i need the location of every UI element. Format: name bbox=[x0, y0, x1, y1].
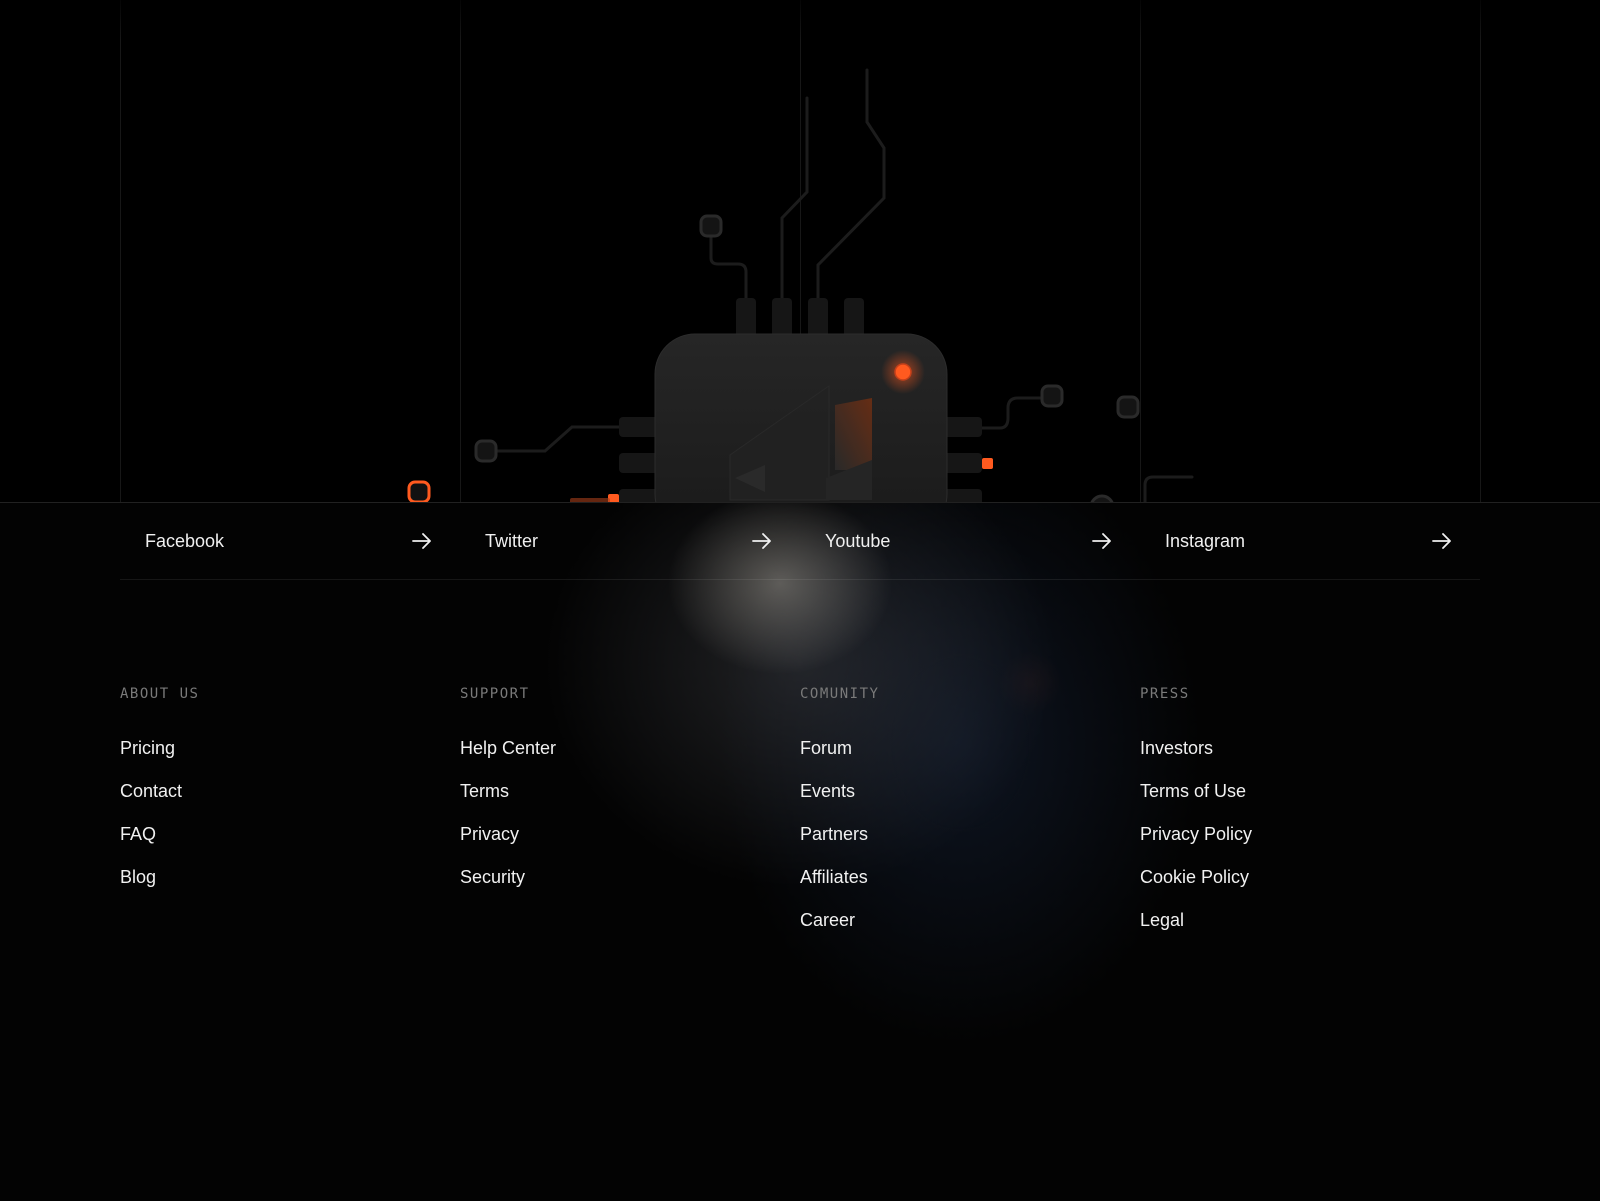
footer-link-career[interactable]: Career bbox=[800, 910, 856, 930]
arrow-right-icon bbox=[1432, 533, 1451, 549]
column-heading: PRESS bbox=[1140, 686, 1190, 702]
social-link-label: Twitter bbox=[485, 530, 539, 551]
social-link-instagram[interactable]: Instagram bbox=[1140, 503, 1480, 579]
footer-link-columns: ABOUT US Pricing Contact FAQ Blog SUPPOR… bbox=[120, 685, 1480, 952]
footer-link-affiliates[interactable]: Affiliates bbox=[800, 867, 868, 887]
hero-illustration bbox=[0, 0, 1600, 502]
footer-link-investors[interactable]: Investors bbox=[1140, 738, 1214, 758]
social-link-label: Youtube bbox=[825, 530, 891, 551]
column-heading: COMUNITY bbox=[800, 686, 880, 702]
footer-link-forum[interactable]: Forum bbox=[800, 738, 853, 758]
circuit-chip-icon bbox=[407, 68, 1194, 502]
social-links-row: Facebook Twitter Youtube Instagram bbox=[120, 503, 1480, 580]
social-link-youtube[interactable]: Youtube bbox=[800, 503, 1140, 579]
footer-link-help-center[interactable]: Help Center bbox=[460, 738, 557, 758]
footer-column-community: COMUNITY Forum Events Partners Affiliate… bbox=[800, 685, 1140, 952]
footer-link-faq[interactable]: FAQ bbox=[120, 824, 157, 844]
footer-link-terms-of-use[interactable]: Terms of Use bbox=[1140, 781, 1247, 801]
column-heading: SUPPORT bbox=[460, 686, 530, 702]
social-link-facebook[interactable]: Facebook bbox=[120, 503, 460, 579]
footer-column-about: ABOUT US Pricing Contact FAQ Blog bbox=[120, 685, 460, 952]
social-link-label: Instagram bbox=[1165, 530, 1246, 551]
footer-link-privacy[interactable]: Privacy bbox=[460, 824, 520, 844]
footer: Facebook Twitter Youtube Instagram ABOUT… bbox=[0, 502, 1600, 1201]
footer-link-security[interactable]: Security bbox=[460, 867, 526, 887]
footer-link-contact[interactable]: Contact bbox=[120, 781, 183, 801]
arrow-right-icon bbox=[1092, 533, 1111, 549]
social-link-twitter[interactable]: Twitter bbox=[460, 503, 800, 579]
footer-link-privacy-policy[interactable]: Privacy Policy bbox=[1140, 824, 1253, 844]
footer-link-pricing[interactable]: Pricing bbox=[120, 738, 176, 758]
footer-link-terms[interactable]: Terms bbox=[460, 781, 509, 801]
arrow-right-icon bbox=[412, 533, 431, 549]
social-link-label: Facebook bbox=[145, 530, 225, 551]
footer-column-press: PRESS Investors Terms of Use Privacy Pol… bbox=[1140, 685, 1480, 952]
footer-link-legal[interactable]: Legal bbox=[1140, 910, 1185, 930]
footer-link-blog[interactable]: Blog bbox=[120, 867, 157, 887]
footer-link-cookie-policy[interactable]: Cookie Policy bbox=[1140, 867, 1250, 887]
footer-link-partners[interactable]: Partners bbox=[800, 824, 869, 844]
column-heading: ABOUT US bbox=[120, 686, 200, 702]
arrow-right-icon bbox=[752, 533, 771, 549]
footer-link-events[interactable]: Events bbox=[800, 781, 856, 801]
footer-column-support: SUPPORT Help Center Terms Privacy Securi… bbox=[460, 685, 800, 952]
